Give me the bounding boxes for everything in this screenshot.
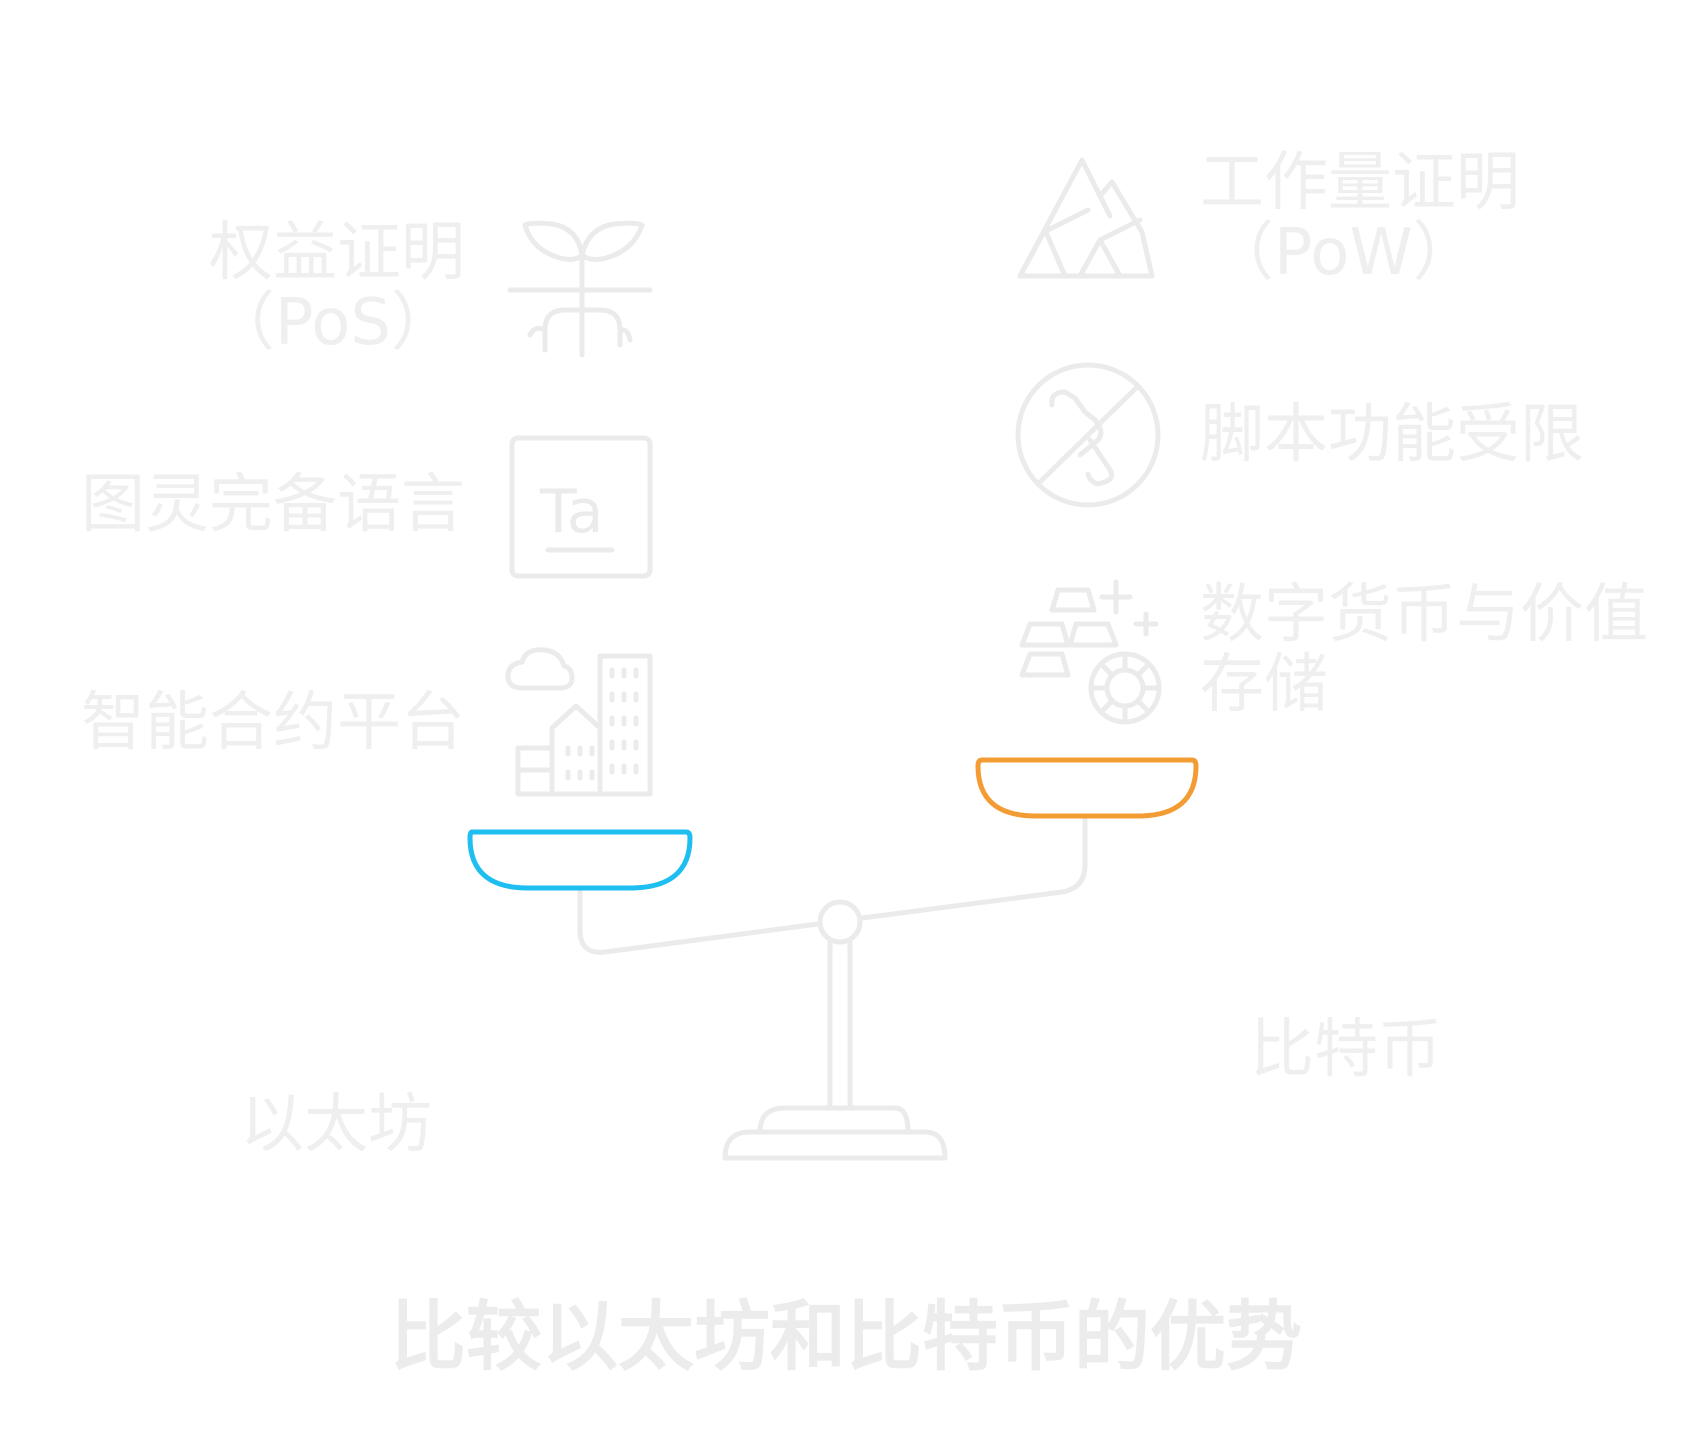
btc-feature-pow-label: 工作量证明 （PoW）: [1200, 148, 1520, 288]
scale-beam: [577, 815, 1088, 955]
eth-feature-pos-line1: 权益证明: [209, 216, 465, 290]
scale-structure: [577, 815, 1088, 1161]
bitcoin-name: 比特币: [1250, 1013, 1442, 1087]
gold-bars-icon: [1019, 579, 1162, 725]
eth-feature-pos-label: 权益证明 （PoS）: [150, 218, 465, 358]
ethereum-name: 以太坊: [240, 1088, 432, 1162]
btc-feature-store-line1: 数字货币与价值: [1200, 578, 1648, 652]
sprout-icon: [507, 220, 653, 358]
scale-base: [722, 1105, 948, 1161]
scale-post: [827, 939, 853, 1111]
no-script-icon: [1015, 362, 1161, 508]
text-glyph-icon: Ta: [509, 435, 653, 579]
btc-feature-script-label: 脚本功能受限: [1200, 398, 1584, 472]
eth-feature-turing-label: 图灵完备语言: [81, 468, 465, 542]
bitcoin-pan: [975, 757, 1199, 819]
svg-text:Ta: Ta: [539, 477, 604, 547]
page-title: 比较以太坊和比特币的优势: [390, 1292, 1302, 1381]
btc-feature-store-line2: 存储: [1200, 648, 1328, 722]
scale-pivot: [817, 899, 863, 945]
eth-feature-smart-contract-label: 智能合约平台: [81, 686, 465, 760]
ethereum-pan: [467, 829, 693, 891]
btc-feature-store-label: 数字货币与价值 存储: [1200, 580, 1648, 720]
eth-feature-pos-line2: （PoS）: [210, 286, 455, 360]
city-icon: [505, 647, 653, 797]
btc-feature-pow-line1: 工作量证明: [1200, 146, 1520, 220]
mountain-mining-icon: [1017, 157, 1155, 279]
btc-feature-pow-line2: （PoW）: [1210, 216, 1477, 290]
